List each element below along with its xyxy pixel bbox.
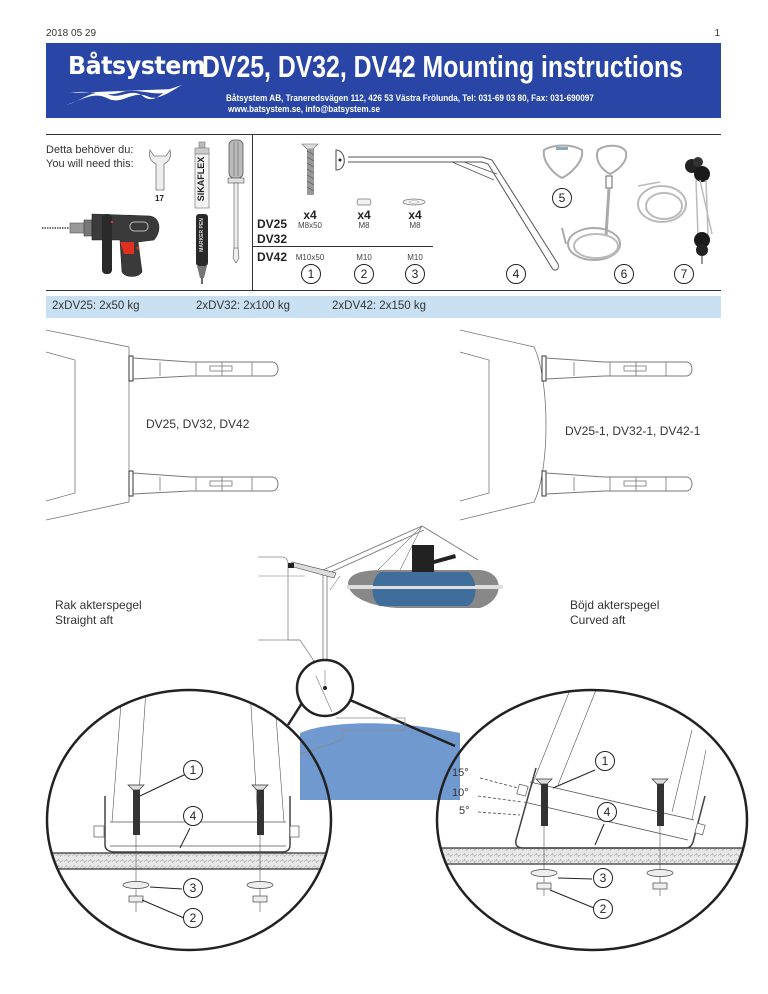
angle-5: 5° xyxy=(459,805,470,817)
part-7-number: 7 xyxy=(674,264,694,284)
load-dv25: 2xDV25: 2x50 kg xyxy=(52,300,140,312)
left-callout-4: 4 xyxy=(183,806,203,826)
tools-heading-sv: Detta behöver du: xyxy=(46,144,134,156)
section-divider-top xyxy=(46,134,721,135)
block-and-tackle-part-icon xyxy=(637,157,713,264)
sealant-tube-icon xyxy=(194,141,210,209)
drill-icon xyxy=(42,213,160,277)
davit-arm-part-icon xyxy=(335,149,559,271)
part-3-qty: x4 xyxy=(408,208,422,222)
davit-top-view-lower xyxy=(128,470,279,497)
screw-left-curved xyxy=(530,778,558,896)
angle-15: 15° xyxy=(452,767,469,779)
part-3-size-large: M10 xyxy=(407,253,423,262)
right-callout-2: 2 xyxy=(593,899,613,919)
page-number: 1 xyxy=(714,28,720,39)
davit-top-view-upper xyxy=(128,355,279,382)
tools-heading: Detta behöver du: You will need this: xyxy=(46,143,134,171)
top-view-straight-transom xyxy=(45,329,279,521)
page-title: DV25, DV32, DV42 Mounting instructions xyxy=(202,49,683,84)
part-1-number: 1 xyxy=(301,264,321,284)
contact-address: Båtsystem AB, Traneredsvägen 112, 426 53… xyxy=(226,93,594,104)
nut-part-icon xyxy=(356,198,372,206)
part-3-size-small: M8 xyxy=(409,221,421,230)
screw-right-curved xyxy=(646,778,674,896)
part-6-number: 6 xyxy=(614,264,634,284)
part-2-size-large: M10 xyxy=(356,253,372,262)
section-divider-bottom xyxy=(46,290,721,291)
screw-part-icon xyxy=(301,143,319,195)
marker-pen-icon xyxy=(196,214,208,284)
tools-divider xyxy=(252,134,253,290)
left-callout-3: 3 xyxy=(183,878,203,898)
left-callout-1: 1 xyxy=(183,760,203,780)
part-2-number: 2 xyxy=(354,264,374,284)
part-3-number: 3 xyxy=(405,264,425,284)
left-callout-2: 2 xyxy=(183,908,203,928)
straight-aft-label-en: Straight aft xyxy=(55,613,114,627)
header-banner: Båtsystem DV25, DV32, DV42 Mounting inst… xyxy=(46,43,721,118)
top-view-right-label: DV25-1, DV32-1, DV42-1 xyxy=(565,424,701,438)
angle-10: 10° xyxy=(452,787,469,799)
straight-aft-label: Rak akterspegel Straight aft xyxy=(55,598,142,628)
curved-aft-label: Böjd akterspegel Curved aft xyxy=(570,598,659,628)
load-dv32: 2xDV32: 2x100 kg xyxy=(196,300,290,312)
right-callout-4: 4 xyxy=(597,802,617,822)
curved-aft-label-sv: Böjd akterspegel xyxy=(570,598,660,612)
screwdriver-icon xyxy=(227,139,245,264)
top-view-left-label: DV25, DV32, DV42 xyxy=(146,417,250,431)
davit-top-view-upper-curved xyxy=(541,355,693,382)
wrench-size-label: 17 xyxy=(155,194,164,203)
dinghy xyxy=(347,545,503,608)
screw-left xyxy=(122,784,150,912)
dv42-divider xyxy=(253,246,433,247)
model-dv32: DV32 xyxy=(257,232,288,246)
strap-with-rope-part-icon xyxy=(561,144,628,261)
wrench-icon xyxy=(149,149,171,191)
part-5-number: 5 xyxy=(552,188,572,208)
top-view-curved-transom xyxy=(459,329,693,521)
water xyxy=(300,723,460,800)
washer-part-icon xyxy=(402,198,426,206)
curved-aft-label-en: Curved aft xyxy=(570,613,626,627)
model-dv42: DV42 xyxy=(257,250,288,264)
part-1-size-large: M10x50 xyxy=(295,253,325,262)
brand-logo-text: Båtsystem xyxy=(68,51,206,80)
part-4-number: 4 xyxy=(506,264,526,284)
right-callout-1: 1 xyxy=(595,751,615,771)
tools-heading-en: You will need this: xyxy=(46,158,134,170)
part-2-size-small: M8 xyxy=(358,221,370,230)
right-callout-3: 3 xyxy=(593,868,613,888)
load-capacity-bar: 2xDV25: 2x50 kg 2xDV32: 2x100 kg 2xDV42:… xyxy=(46,296,721,318)
brand-wave-icon xyxy=(66,85,182,105)
part-1-qty: x4 xyxy=(303,208,317,222)
detail-curved-transom xyxy=(435,688,749,952)
load-dv42: 2xDV42: 2x150 kg xyxy=(332,300,426,312)
model-dv25: DV25 xyxy=(257,217,288,231)
lifting-strap-part-icon xyxy=(542,144,584,180)
detail-straight-transom xyxy=(45,688,333,952)
part-2-qty: x4 xyxy=(357,208,371,222)
document-date: 2018 05 29 xyxy=(46,28,97,39)
screw-right xyxy=(246,784,274,912)
contact-web-email: www.batsystem.se, info@batsystem.se xyxy=(228,104,381,115)
part-1-size-small: M8x50 xyxy=(297,221,322,230)
davit-top-view-lower-curved xyxy=(541,470,693,497)
straight-aft-label-sv: Rak akterspegel xyxy=(55,598,142,612)
